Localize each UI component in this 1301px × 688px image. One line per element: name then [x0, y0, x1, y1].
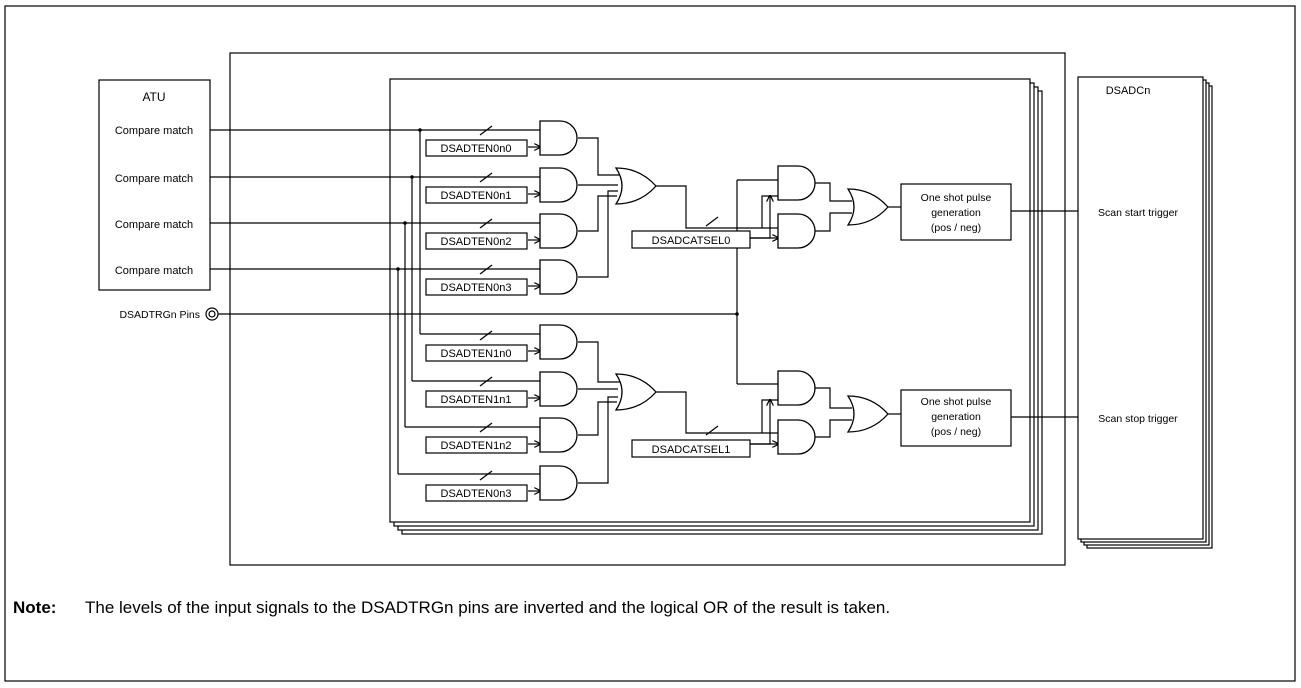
atu-compare-match-2: Compare match	[115, 219, 193, 231]
register-label: DSADTEN0n0	[441, 143, 512, 155]
atu-title: ATU	[142, 90, 165, 104]
dsadtrg-pins-label: DSADTRGn Pins	[119, 309, 200, 321]
note-text: The levels of the input signals to the D…	[85, 598, 890, 617]
dsadc-title: DSADCn	[1106, 85, 1151, 97]
and-gate-icon	[777, 419, 816, 455]
register-box	[425, 436, 528, 454]
and-gate-icon	[539, 120, 578, 156]
or-gate-icon	[614, 167, 657, 205]
catsel-register-1	[631, 439, 751, 458]
register-box	[425, 344, 528, 362]
pulse-block-0	[900, 183, 1012, 241]
dsadc-box	[1077, 76, 1204, 540]
pulse-line3: (pos / neg)	[931, 222, 981, 234]
register-box	[425, 484, 528, 502]
register-box	[425, 186, 528, 204]
and-gate-icon	[539, 324, 578, 360]
atu-compare-match-1: Compare match	[115, 173, 193, 185]
note-label: Note:	[13, 598, 56, 617]
wiring	[210, 128, 1078, 491]
and-gate-icon	[539, 417, 578, 453]
enable-registers-top: DSADTEN0n0 DSADTEN0n1 DSADTEN0n2 DSADTEN…	[425, 125, 528, 296]
register-box	[425, 232, 528, 250]
register-box	[425, 278, 528, 296]
register-box	[425, 390, 528, 408]
pulse-line2: generation	[931, 207, 981, 219]
register-label: DSADTEN0n3	[441, 488, 512, 500]
atu-box	[98, 79, 211, 291]
and-gate-icon	[777, 213, 816, 249]
pulse-line2: generation	[931, 411, 981, 423]
register-box	[425, 139, 528, 157]
atu-compare-match-3: Compare match	[115, 265, 193, 277]
input-and-gates	[539, 120, 578, 501]
register-label: DSADTEN1n2	[441, 440, 512, 452]
and-gate-icon	[539, 371, 578, 407]
pulse-line3: (pos / neg)	[931, 426, 981, 438]
enable-registers-bottom: DSADTEN1n0 DSADTEN1n1 DSADTEN1n2 DSADTEN…	[425, 330, 528, 502]
and-gate-icon	[539, 167, 578, 203]
register-label: DSADTEN0n2	[441, 236, 512, 248]
catsel-label-1: DSADCATSEL1	[652, 444, 731, 456]
atu-compare-match-0: Compare match	[115, 125, 193, 137]
or-gate-icon	[614, 373, 657, 411]
catsel-register-0	[631, 230, 751, 249]
pin-terminal-inner-icon	[208, 310, 216, 318]
pulse-line1: One shot pulse	[921, 396, 992, 408]
or-gate-icon	[846, 188, 889, 226]
register-label: DSADTEN1n0	[441, 348, 512, 360]
and-gate-icon	[777, 165, 816, 201]
pulse-line1: One shot pulse	[921, 192, 992, 204]
or-gate-icon	[846, 395, 889, 433]
and-gate-icon	[777, 370, 816, 406]
register-label: DSADTEN0n1	[441, 190, 512, 202]
register-label: DSADTEN1n1	[441, 394, 512, 406]
register-label: DSADTEN0n3	[441, 282, 512, 294]
and-gate-icon	[539, 213, 578, 249]
pulse-block-1	[900, 389, 1012, 447]
and-gate-icon	[539, 259, 578, 295]
scan-start-trigger-label: Scan start trigger	[1098, 207, 1178, 219]
and-gate-icon	[539, 465, 578, 501]
scan-stop-trigger-label: Scan stop trigger	[1098, 413, 1178, 425]
catsel-label-0: DSADCATSEL0	[652, 235, 731, 247]
